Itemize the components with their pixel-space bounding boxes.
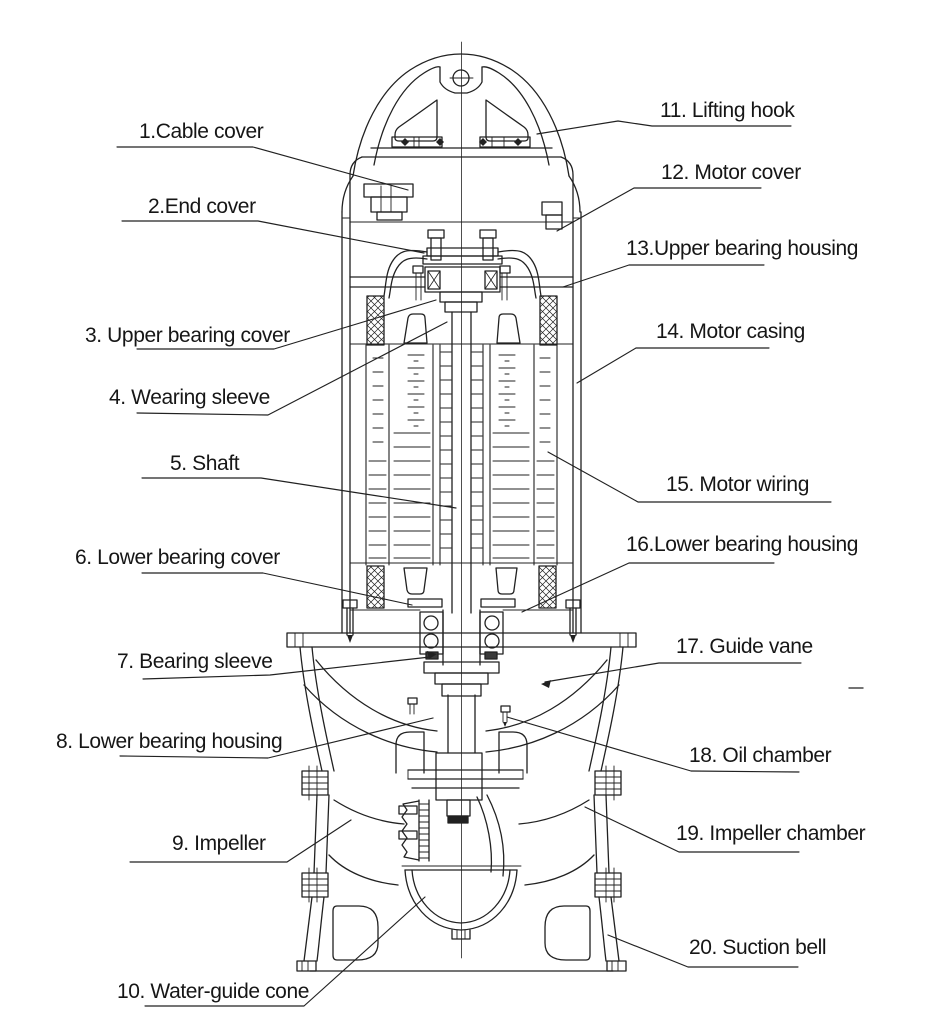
part-label-2: 2.End cover [148,195,256,218]
impeller-chamber-drawing [301,765,622,886]
part-label-4: 4. Wearing sleeve [109,386,270,409]
water-guide-cone-drawing [401,865,522,940]
part-label-9: 9. Impeller [172,832,266,855]
seal-hatch-drawing [366,295,558,609]
part-label-14: 14. Motor casing [656,320,805,343]
part-label-15: 15. Motor wiring [666,473,809,496]
part-label-7: 7. Bearing sleeve [117,650,272,673]
lower-bearing-drawing [342,598,581,697]
impeller-drawing [398,752,524,877]
part-label-16: 16.Lower bearing housing [626,533,858,556]
part-label-10: 10. Water-guide cone [117,980,309,1003]
part-label-1: 1.Cable cover [139,120,264,143]
leader-lines [116,120,832,1007]
part-label-5: 5. Shaft [170,452,240,475]
part-label-19: 19. Impeller chamber [676,822,866,845]
motor-cover-drawing [341,156,582,634]
part-label-11: 11. Lifting hook [660,99,795,122]
part-labels: 1.Cable cover 2.End cover 3. Upper beari… [56,99,866,1003]
oil-chamber-drawing [395,695,528,774]
part-label-12: 12. Motor cover [661,161,801,184]
part-label-6: 6. Lower bearing cover [75,546,280,569]
part-label-13: 13.Upper bearing housing [626,237,858,260]
motor-winding-drawing [349,343,574,595]
suction-bell-drawing [296,867,627,972]
part-label-8: 8. Lower bearing housing [56,730,282,753]
part-label-3: 3. Upper bearing cover [85,324,290,347]
guide-vane-drawing [286,632,637,772]
part-label-18: 18. Oil chamber [689,744,832,767]
part-label-17: 17. Guide vane [676,635,813,658]
end-cover-assembly-drawing [349,229,574,344]
part-label-20: 20. Suction bell [689,936,826,959]
